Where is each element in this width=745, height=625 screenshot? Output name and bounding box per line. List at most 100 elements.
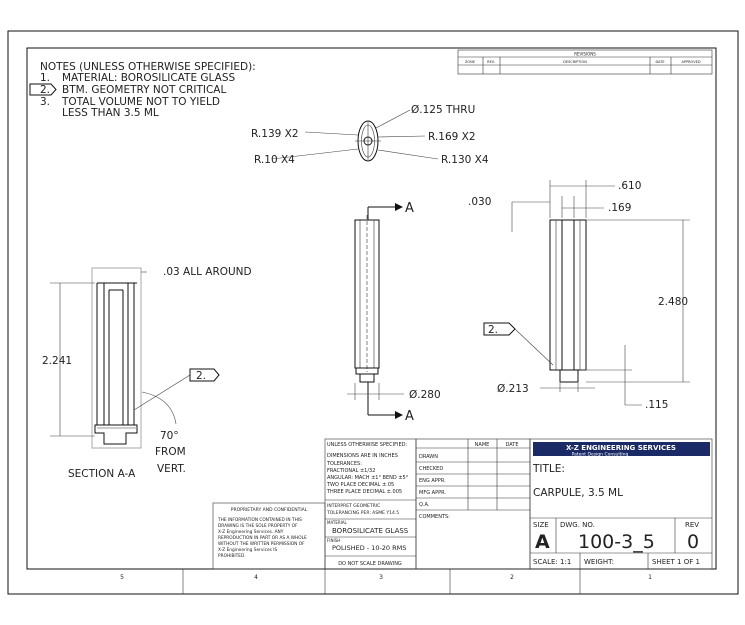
note-flag <box>29 83 57 96</box>
side-flag-num: 2. <box>488 324 498 336</box>
sheet-value: SHEET 1 OF 1 <box>652 558 700 566</box>
signoff-checked: CHECKED <box>419 466 443 472</box>
note-3-text: TOTAL VOLUME NOT TO YIELD <box>61 96 220 108</box>
note-2-text: BTM. GEOMETRY NOT CRITICAL <box>62 84 226 96</box>
note-2-num: 2. <box>40 84 50 96</box>
company-name: X-Z ENGINEERING SERVICES <box>566 444 676 452</box>
zone-3: 3 <box>379 574 383 581</box>
finish-label: FINISH <box>327 538 340 543</box>
rev-col-approved: APPROVED <box>681 60 700 64</box>
zone-1: 1 <box>648 574 652 581</box>
side-view: .610 .030 .169 2.480 2. Ø.213 .115 <box>468 180 690 411</box>
top-r130: R.130 X4 <box>441 154 489 166</box>
side-dia: Ø.213 <box>497 383 529 395</box>
proprietary-line-1: THE INFORMATION CONTAINED IN THIS <box>217 517 302 523</box>
signoff-grid: NAME DATE DRAWN CHECKED ENG APPR. MFG AP… <box>415 438 531 570</box>
signoff-comments: COMMENTS: <box>419 514 450 520</box>
note-1-num: 1. <box>40 72 50 84</box>
title-label: TITLE: <box>532 463 565 475</box>
proprietary-line-6: X-Z Engineering Services IS <box>218 547 277 553</box>
size-label: SIZE <box>533 521 549 529</box>
rev-col-date: DATE <box>655 60 664 64</box>
dwg-no-value: 100-3_5 <box>578 531 655 553</box>
proprietary-title: PROPRIETARY AND CONFIDENTIAL <box>231 507 308 513</box>
tolerance-block: UNLESS OTHERWISE SPECIFIED: DIMENSIONS A… <box>324 438 417 570</box>
signoff-name-col: NAME <box>475 442 490 448</box>
tol-line-7: THREE PLACE DECIMAL ±.005 <box>326 489 402 495</box>
notes-header: NOTES (UNLESS OTHERWISE SPECIFIED): <box>40 61 256 73</box>
zone-5: 5 <box>120 574 124 581</box>
tol-line-6: TWO PLACE DECIMAL ±.05 <box>326 482 394 488</box>
top-dia-thru: Ø.125 THRU <box>411 104 475 116</box>
rev-col-description: DESCRIPTION <box>563 60 587 64</box>
signoff-drawn: DRAWN <box>419 454 438 460</box>
zone-2: 2 <box>510 574 514 581</box>
front-arrow-top: A <box>405 201 414 216</box>
tol-line-1: UNLESS OTHERWISE SPECIFIED: <box>327 442 407 448</box>
material-label: MATERIAL <box>327 520 348 525</box>
scale-value: SCALE: 1:1 <box>533 558 571 566</box>
size-value: A <box>535 531 550 553</box>
revisions-title: REVISIONS <box>574 52 596 57</box>
signoff-mfg-appr: MFG APPR. <box>419 490 446 496</box>
section-flag-num: 2. <box>196 370 206 382</box>
finish-value: POLISHED - 10-20 RMS <box>332 544 406 552</box>
drawing-title: CARPULE, 3.5 ML <box>533 487 623 499</box>
tol-interpret-1: INTERPRET GEOMETRIC <box>327 503 380 509</box>
tol-interpret-2: TOLERANCING PER: ASME Y14.5 <box>326 510 399 516</box>
proprietary-line-4: REPRODUCTION IN PART OR AS A WHOLE <box>218 535 307 541</box>
proprietary-line-3: X-Z Engineering Services. ANY <box>218 529 284 535</box>
section-label: SECTION A-A <box>68 468 136 480</box>
no-scale-note: DO NOT SCALE DRAWING <box>338 561 402 567</box>
rev-value: 0 <box>687 531 699 553</box>
tol-line-3: TOLERANCES: <box>326 461 362 467</box>
company-tagline: Patent Design Consulting <box>572 452 629 458</box>
section-angle: 70° <box>160 430 179 442</box>
proprietary-line-2: DRAWING IS THE SOLE PROPERTY OF <box>218 523 298 529</box>
side-169: .169 <box>608 202 631 214</box>
signoff-qa: Q.A. <box>419 502 430 508</box>
signoff-eng-appr: ENG APPR. <box>419 478 446 484</box>
section-angle-vert: VERT. <box>157 463 186 475</box>
zone-4: 4 <box>254 574 258 581</box>
title-block: X-Z ENGINEERING SERVICES Patent Design C… <box>529 438 713 570</box>
proprietary-block: PROPRIETARY AND CONFIDENTIAL THE INFORMA… <box>212 502 326 570</box>
side-115: .115 <box>645 399 668 411</box>
section-angle-from: FROM <box>155 446 186 458</box>
tol-line-2: DIMENSIONS ARE IN INCHES <box>327 453 398 459</box>
front-arrow-bottom: A <box>405 409 414 424</box>
side-610: .610 <box>618 180 641 192</box>
revision-table: REVISIONS ZONE REV. DESCRIPTION DATE APP… <box>457 49 713 75</box>
weight-label: WEIGHT: <box>584 558 614 566</box>
rev-col-rev: REV. <box>487 60 495 64</box>
proprietary-line-7: PROHIBITED. <box>218 553 246 559</box>
dwg-no-label: DWG. NO. <box>560 521 595 529</box>
tol-line-4: FRACTIONAL ±1/32 <box>327 468 375 474</box>
proprietary-line-5: WITHOUT THE WRITTEN PERMISSION OF <box>218 541 305 547</box>
rev-label: REV <box>685 521 699 529</box>
signoff-date-col: DATE <box>505 442 518 448</box>
section-flag <box>189 368 220 382</box>
company-banner <box>533 442 710 456</box>
zone-numbers: 5 4 3 2 1 <box>120 574 652 581</box>
section-height: 2.241 <box>42 355 72 367</box>
front-view: A A Ø.280 <box>347 201 441 424</box>
section-view: .03 ALL AROUND 2.241 2. 70° FROM VERT. S… <box>42 266 252 480</box>
section-all-around: .03 ALL AROUND <box>163 266 252 278</box>
notes-block: NOTES (UNLESS OTHERWISE SPECIFIED): 1. M… <box>29 61 256 119</box>
outer-border <box>7 30 739 595</box>
front-dia: Ø.280 <box>409 389 441 401</box>
tol-line-5: ANGULAR: MACH ±1° BEND ±5° <box>327 475 409 481</box>
note-3-line2: LESS THAN 3.5 ML <box>62 107 159 119</box>
note-3-num: 3. <box>40 96 50 108</box>
top-r169: R.169 X2 <box>428 131 476 143</box>
top-view: Ø.125 THRU R.139 X2 R.169 X2 R.10 X4 R.1… <box>251 104 489 166</box>
side-030: .030 <box>468 196 491 208</box>
note-1-text: MATERIAL: BOROSILICATE GLASS <box>62 72 235 84</box>
top-r139: R.139 X2 <box>251 128 299 140</box>
rev-col-zone: ZONE <box>465 60 475 64</box>
side-flag <box>483 322 516 336</box>
material-value: BOROSILICATE GLASS <box>332 527 409 535</box>
side-height: 2.480 <box>658 296 688 308</box>
